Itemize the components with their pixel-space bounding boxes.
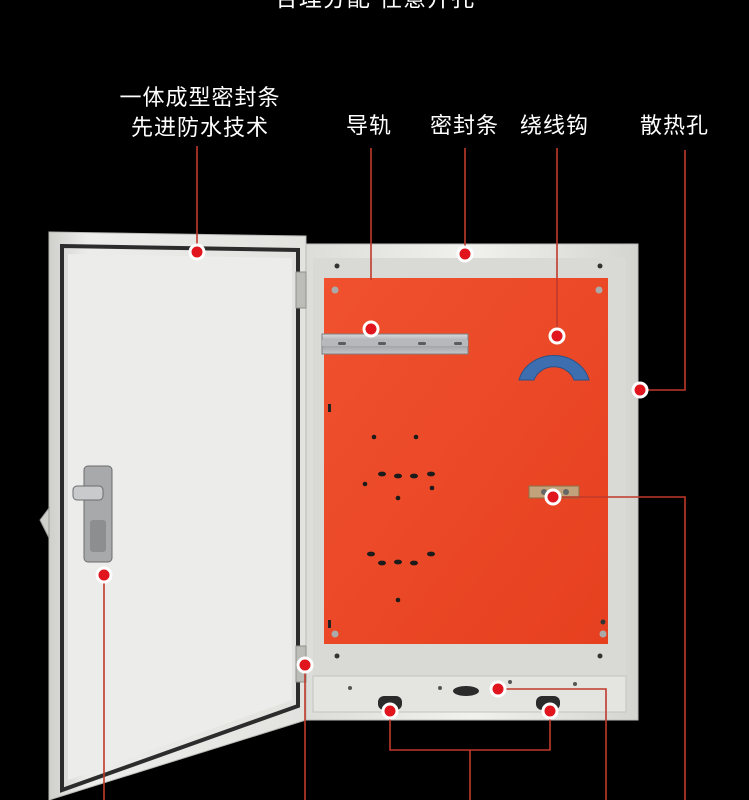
leader-lines	[103, 146, 686, 800]
callout-markers	[95, 243, 649, 720]
cabinet-door	[39, 231, 307, 800]
label-seal: 密封条	[430, 114, 500, 139]
label-vent-hole: 散热孔	[640, 114, 710, 139]
label-seal-strip-line1: 一体成型密封条	[119, 86, 281, 111]
door-latch	[72, 465, 113, 563]
top-banner-text: 合理分配·任意开孔	[255, 0, 495, 14]
label-seal-strip-line2: 先进防水技术	[130, 116, 269, 141]
label-rail: 导轨	[346, 114, 393, 139]
label-winding-hook: 绕线钩	[520, 114, 590, 139]
